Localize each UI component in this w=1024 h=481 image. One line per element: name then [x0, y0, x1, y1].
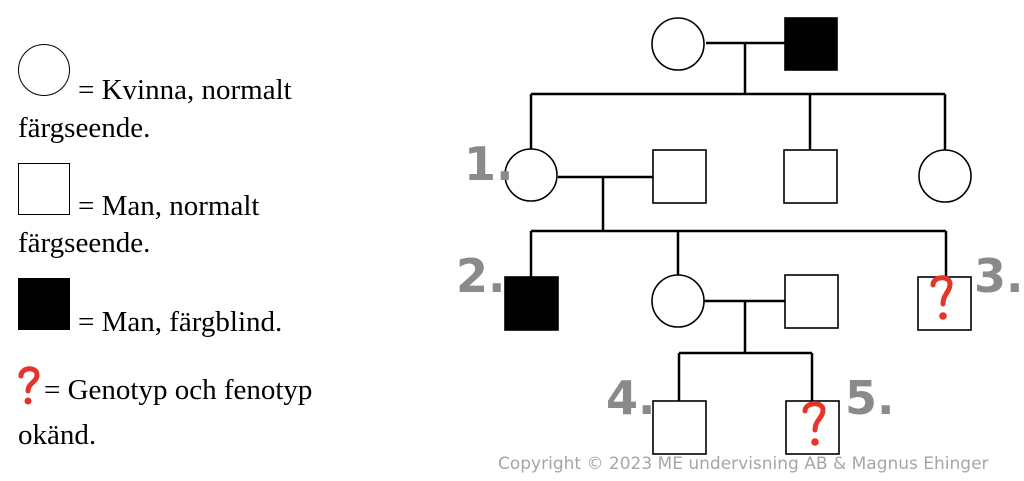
gen1-male-colorblind — [784, 17, 838, 71]
gen3-female — [651, 274, 705, 328]
gen2-male — [783, 149, 838, 204]
pedigree-individuals — [504, 17, 972, 455]
legend-female-normal-symbol — [18, 44, 70, 96]
individual-1-female — [504, 148, 558, 202]
copyright-text: Copyright © 2023 ME undervisning AB & Ma… — [498, 454, 989, 474]
label-1: 1. — [464, 137, 513, 191]
gen2-spouse-male — [652, 149, 707, 204]
individual-2-male-colorblind — [504, 276, 559, 331]
legend-male-normal-label: = Man, normalt — [78, 190, 260, 222]
legend-male-colorblind-symbol — [18, 278, 70, 330]
question-mark-icon-3 — [930, 275, 953, 320]
label-4: 4. — [606, 371, 655, 425]
legend-male-normal-symbol — [18, 163, 70, 215]
question-mark-icon-5 — [802, 401, 826, 446]
gen2-female — [918, 149, 972, 203]
label-3: 3. — [974, 249, 1023, 303]
individual-5-male-unknown — [785, 400, 840, 455]
legend-question-mark-icon — [18, 366, 40, 405]
legend-unknown-label: = Genotyp och fenotyp — [44, 374, 313, 406]
legend-female-normal-label-cont: färgseende. — [18, 112, 151, 144]
pedigree-lines — [529, 41, 948, 401]
legend-unknown-label-cont: okänd. — [18, 419, 97, 451]
legend: = Kvinna, normalt färgseende. = Man, nor… — [0, 0, 420, 481]
gen1-female — [651, 17, 705, 71]
legend-male-normal-label-cont: färgseende. — [18, 227, 151, 259]
label-5: 5. — [845, 371, 894, 425]
legend-female-normal-label: = Kvinna, normalt — [78, 74, 292, 106]
legend-male-colorblind-label: = Man, färgblind. — [78, 306, 283, 338]
individual-4-male — [652, 400, 707, 455]
label-2: 2. — [456, 249, 505, 303]
gen3-spouse-male — [784, 274, 839, 329]
